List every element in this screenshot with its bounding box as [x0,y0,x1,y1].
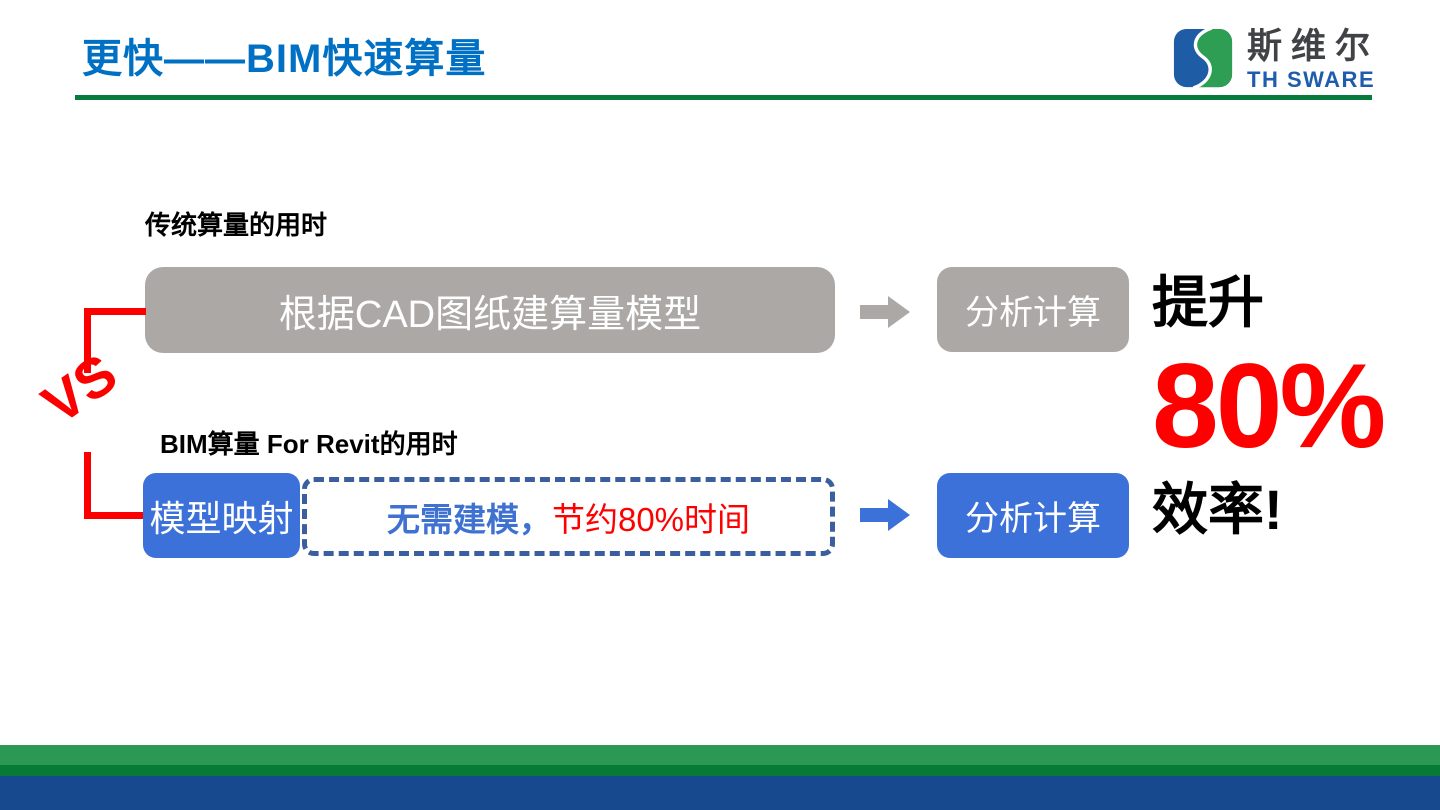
brand-name-en: TH SWARE [1247,67,1376,92]
vs-bracket-top-vertical [84,308,91,373]
result-block: 提升 80% 效率! [1152,262,1440,550]
logo-mark-icon [1172,26,1234,95]
brand-name-cn: 斯维尔 [1247,27,1380,66]
footer-stripe-blue [0,776,1440,810]
vs-label: VS [30,341,129,436]
blue-arrow-right-icon [860,499,910,531]
result-percentage: 80% [1152,339,1386,474]
bim-analysis-box: 分析计算 [937,473,1129,558]
note-text-red: 节约80%时间 [551,500,751,538]
traditional-analysis-box: 分析计算 [937,267,1129,352]
note-text-blue: 无需建模， [386,500,552,538]
brand-logo: 斯维尔 TH SWARE [1172,26,1379,95]
footer-stripe-green [0,745,1440,765]
model-mapping-box: 模型映射 [143,473,300,558]
bim-label: BIM算量 For Revit的用时 [160,429,458,459]
page-title: 更快——BIM快速算量 [82,37,487,81]
vs-bracket-top-horizontal [84,308,146,315]
traditional-process-box: 根据CAD图纸建算量模型 [145,267,835,353]
vs-bracket-bottom-horizontal [84,512,146,519]
brand-name: 斯维尔 TH SWARE [1247,26,1379,91]
result-efficiency-label: 效率! [1152,478,1283,542]
footer-stripe-dark-green [0,765,1440,776]
title-underline [75,95,1372,100]
traditional-label: 传统算量的用时 [145,210,328,240]
gray-arrow-right-icon [860,296,910,328]
vs-bracket-bottom-vertical [84,452,91,519]
no-modeling-note: 无需建模， 节约80%时间 [302,477,835,556]
result-uplift-label: 提升 [1152,271,1264,334]
